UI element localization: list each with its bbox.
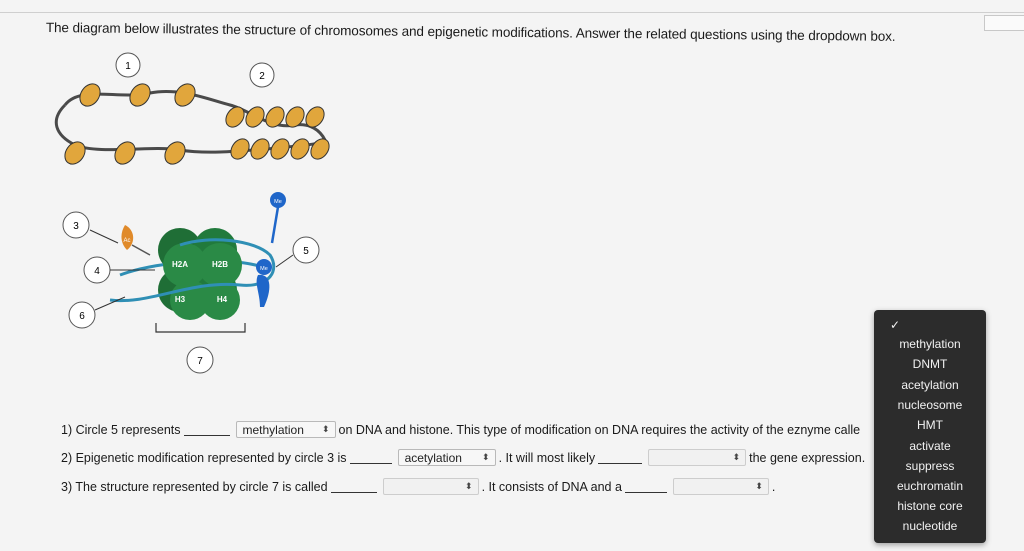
dropdown-option-methylation[interactable]: methylation [899, 337, 961, 351]
svg-text:H2A: H2A [172, 260, 188, 269]
dropdown-option-hmt[interactable]: HMT [917, 418, 943, 432]
svg-text:H3: H3 [175, 295, 186, 304]
question-3: 3) The structure represented by circle 7… [61, 478, 775, 495]
label-circle-4: 4 [83, 256, 155, 284]
dropdown-option-euchromatin[interactable]: euchromatin [896, 479, 964, 493]
question-3-select[interactable]: ⬍ [382, 478, 479, 495]
label-circle-6: 6 [68, 296, 126, 329]
updown-arrow-icon: ⬍ [321, 424, 330, 434]
dropdown-option-nucleosome[interactable]: nucleosome [897, 398, 963, 412]
updown-arrow-icon: ⬍ [732, 452, 741, 462]
question-3-suffix: . [771, 479, 776, 494]
acetyl-tag: Ac [121, 225, 151, 256]
svg-text:5: 5 [303, 246, 309, 257]
question-2-prefix: 2) Epigenetic modification represented b… [61, 450, 347, 465]
methyl-tag-top: Me [270, 192, 286, 244]
updown-arrow-icon: ⬍ [482, 452, 490, 462]
svg-text:H4: H4 [217, 295, 228, 304]
dropdown-menu: ✓ methylation DNMT acetylation nucleosom… [874, 310, 986, 543]
svg-text:Ac: Ac [123, 238, 130, 244]
check-icon: ✓ [890, 318, 901, 332]
question-1-select-value: methylation [242, 422, 304, 437]
question-3-prefix: 3) The structure represented by circle 7… [61, 479, 328, 494]
dropdown-option-nucleotide[interactable]: nucleotide [902, 519, 958, 533]
question-2-select-value: acetylation [404, 450, 462, 465]
question-2-blank [349, 451, 392, 464]
corner-widget [984, 15, 1024, 31]
nucleosome-beads-top [79, 83, 325, 128]
dna-strand-top [63, 89, 327, 141]
question-1-select[interactable]: methylation ⬍ [235, 421, 336, 438]
question-2-select[interactable]: acetylation ⬍ [397, 449, 496, 466]
question-3-mid: . It consists of DNA and a [481, 479, 622, 494]
question-3-blank [330, 480, 377, 493]
question-2-blank-2 [598, 451, 643, 464]
dropdown-option-dnmt[interactable]: DNMT [912, 357, 948, 371]
label-circle-2: 2 [249, 62, 275, 88]
updown-arrow-icon: ⬍ [755, 481, 763, 491]
methyl-tag-right: Me [256, 259, 272, 307]
question-3-blank-2 [624, 480, 667, 493]
question-1-blank [183, 423, 230, 436]
svg-text:3: 3 [73, 221, 79, 232]
question-2-mid: . It will most likely [498, 450, 596, 465]
dropdown-option-suppress[interactable]: suppress [905, 459, 955, 473]
question-2: 2) Epigenetic modification represented b… [61, 449, 865, 466]
chromosome-diagram: 1 2 H2A H2B H3 H4 Ac Me Me [54, 52, 330, 374]
svg-text:4: 4 [94, 266, 100, 277]
question-2-suffix: the gene expression. [749, 450, 866, 465]
nucleosome-bracket [155, 323, 246, 333]
svg-text:Me: Me [274, 199, 282, 205]
question-1-suffix: on DNA and histone. This type of modific… [338, 422, 861, 437]
updown-arrow-icon: ⬍ [465, 481, 473, 491]
dropdown-option-acetylation[interactable]: acetylation [901, 378, 959, 392]
svg-text:H2B: H2B [212, 260, 228, 269]
top-divider [0, 12, 1024, 13]
svg-text:2: 2 [259, 71, 265, 82]
question-2-select-2[interactable]: ⬍ [648, 449, 747, 466]
question-1-prefix: 1) Circle 5 represents [61, 422, 181, 437]
nucleosome-beads-bottom [64, 138, 330, 165]
dropdown-option-activate[interactable]: activate [909, 439, 951, 453]
svg-text:6: 6 [79, 311, 85, 322]
label-circle-7: 7 [186, 346, 214, 374]
label-circle-3: 3 [62, 211, 119, 244]
svg-text:Me: Me [260, 266, 268, 272]
svg-text:1: 1 [125, 61, 131, 72]
histone-octamer: H2A H2B H3 H4 [109, 228, 276, 320]
label-circle-5: 5 [275, 236, 320, 268]
question-3-select-2[interactable]: ⬍ [672, 478, 769, 495]
dropdown-option-histone-core[interactable]: histone core [897, 499, 963, 513]
question-1: 1) Circle 5 represents methylation ⬍ on … [61, 421, 860, 438]
label-circle-1: 1 [115, 52, 141, 78]
instructions-text: The diagram below illustrates the struct… [45, 20, 896, 44]
svg-text:7: 7 [197, 356, 203, 367]
